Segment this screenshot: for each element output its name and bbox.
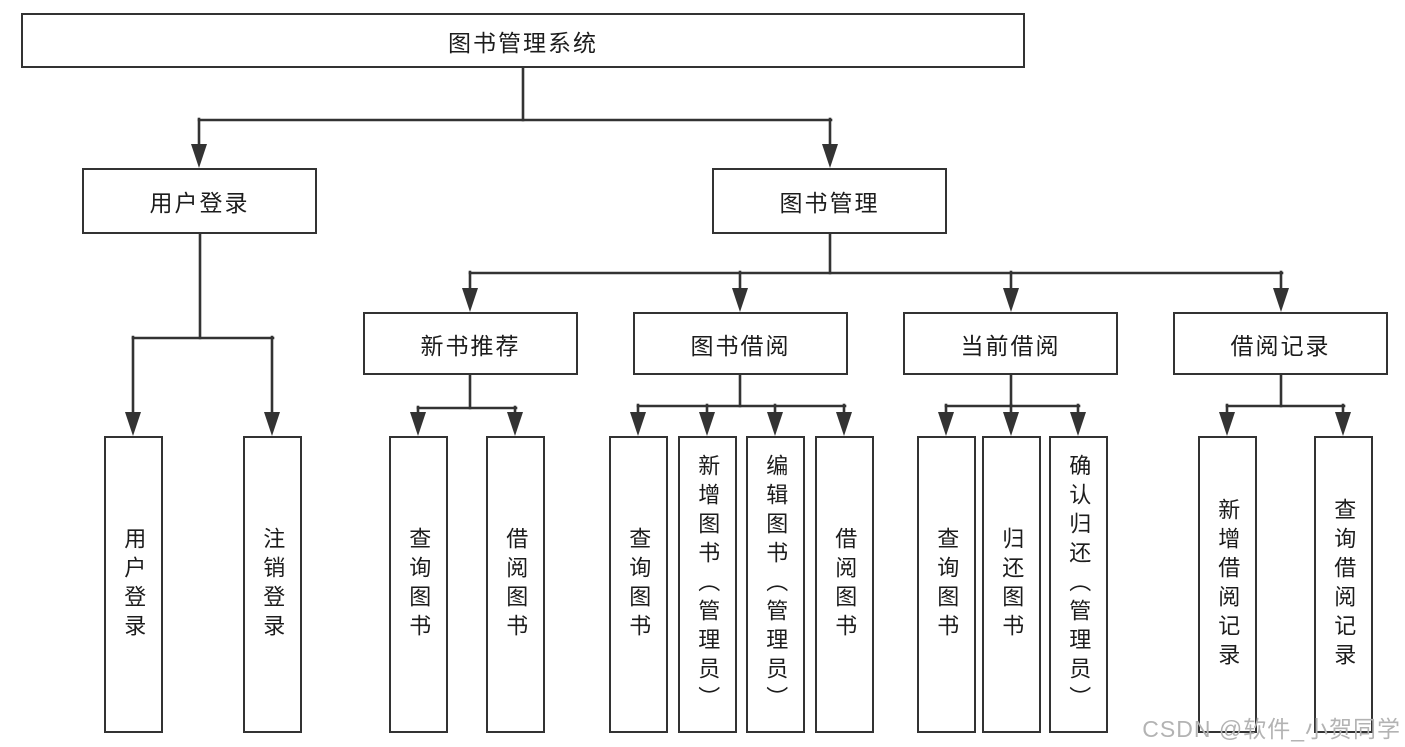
- node-user-login-label: 用户登录: [149, 190, 250, 216]
- leaf-logout: 注销登录: [243, 436, 302, 733]
- leaf-query-books-borrowing: 查询图书: [609, 436, 668, 733]
- leaf-edit-book-admin-label: 编辑图书（管理员）: [763, 454, 789, 715]
- node-book-management-label: 图书管理: [779, 190, 880, 216]
- watermark: CSDN @软件_小贺同学: [1142, 716, 1401, 742]
- node-user-login: 用户登录: [82, 168, 317, 234]
- leaf-query-books-current-label: 查询图书: [934, 526, 960, 643]
- leaf-add-book-admin: 新增图书（管理员）: [678, 436, 737, 733]
- leaf-query-books-borrowing-label: 查询图书: [626, 526, 652, 643]
- leaf-edit-book-admin: 编辑图书（管理员）: [746, 436, 805, 733]
- leaf-add-book-admin-label: 新增图书（管理员）: [695, 454, 721, 715]
- leaf-query-books-recommend-label: 查询图书: [406, 526, 432, 643]
- node-root: 图书管理系统: [21, 13, 1025, 68]
- leaf-borrow-books-recommend: 借阅图书: [486, 436, 545, 733]
- leaf-query-books-current: 查询图书: [917, 436, 976, 733]
- node-new-book-recommend: 新书推荐: [363, 312, 578, 375]
- node-current-borrowing: 当前借阅: [903, 312, 1118, 375]
- leaf-add-borrow-record-label: 新增借阅记录: [1215, 497, 1241, 672]
- leaf-borrow-books-borrowing-label: 借阅图书: [832, 526, 858, 643]
- node-book-management: 图书管理: [712, 168, 947, 234]
- leaf-logout-label: 注销登录: [260, 526, 286, 643]
- leaf-query-borrow-record-label: 查询借阅记录: [1331, 497, 1357, 672]
- leaf-add-borrow-record: 新增借阅记录: [1198, 436, 1257, 733]
- leaf-return-books-label: 归还图书: [999, 526, 1025, 643]
- node-borrowing-records: 借阅记录: [1173, 312, 1388, 375]
- leaf-borrow-books-borrowing: 借阅图书: [815, 436, 874, 733]
- node-new-book-recommend-label: 新书推荐: [420, 332, 521, 359]
- node-book-borrowing-label: 图书借阅: [690, 332, 791, 359]
- node-current-borrowing-label: 当前借阅: [960, 332, 1061, 359]
- leaf-confirm-return-admin: 确认归还（管理员）: [1049, 436, 1108, 733]
- leaf-query-borrow-record: 查询借阅记录: [1314, 436, 1373, 733]
- node-book-borrowing: 图书借阅: [633, 312, 848, 375]
- leaf-return-books: 归还图书: [982, 436, 1041, 733]
- leaf-query-books-recommend: 查询图书: [389, 436, 448, 733]
- leaf-confirm-return-admin-label: 确认归还（管理员）: [1066, 454, 1092, 715]
- node-root-label: 图书管理系统: [448, 29, 598, 56]
- leaf-user-login: 用户登录: [104, 436, 163, 733]
- node-borrowing-records-label: 借阅记录: [1230, 332, 1331, 359]
- leaf-user-login-label: 用户登录: [121, 526, 147, 643]
- leaf-borrow-books-recommend-label: 借阅图书: [503, 526, 529, 643]
